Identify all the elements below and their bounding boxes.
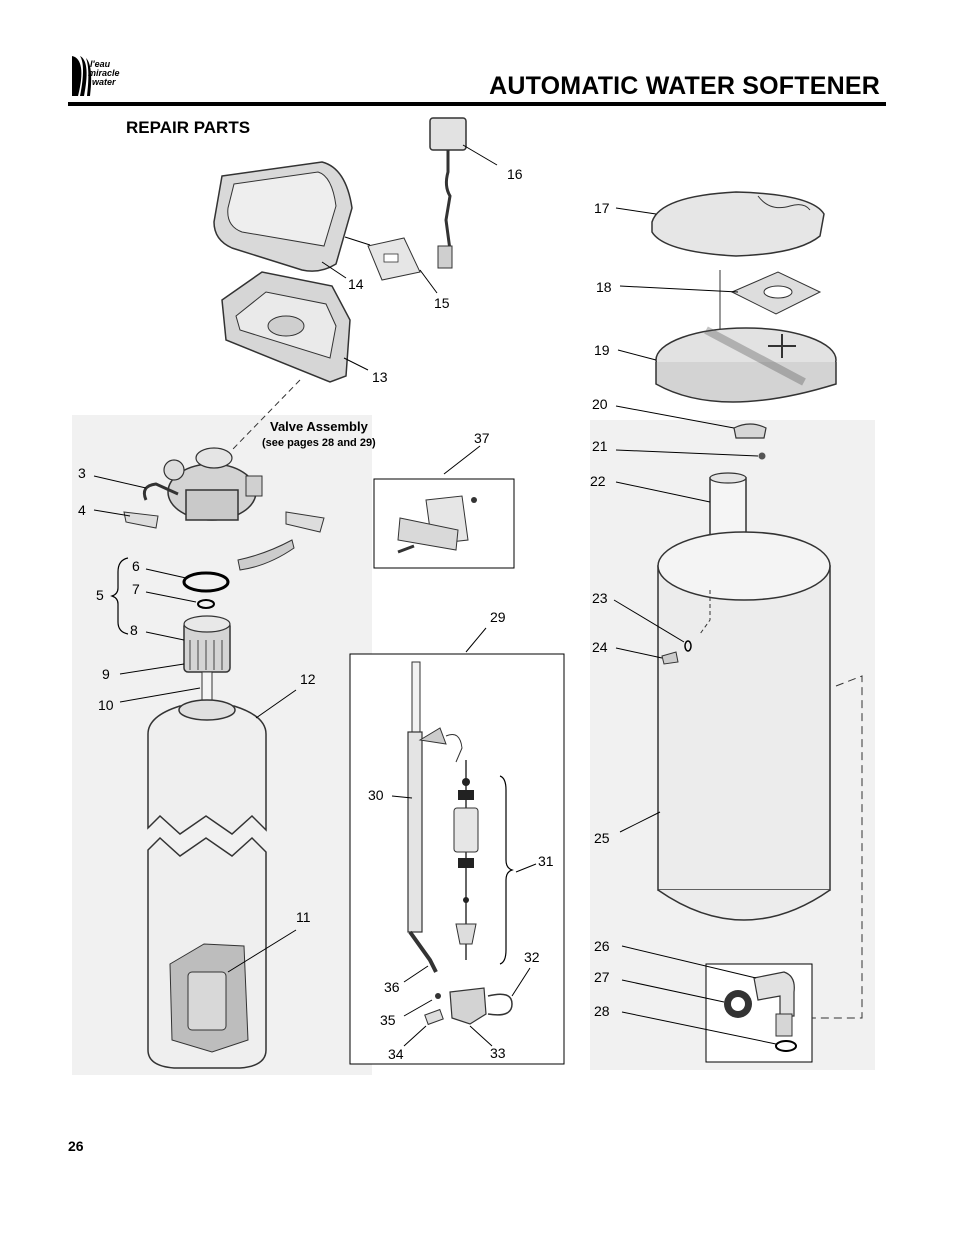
header-rule	[68, 102, 886, 106]
clip-part	[142, 482, 179, 501]
valve-assembly-subtitle: (see pages 28 and 29)	[262, 437, 376, 449]
valve-assembly-part	[163, 447, 263, 521]
distributor-part	[183, 615, 231, 673]
o-ring-small-part	[197, 599, 215, 609]
callout-30: 30	[368, 787, 384, 803]
group-bracket-5	[110, 557, 129, 635]
overflow-elbow-part	[724, 971, 797, 1052]
callout-6: 6	[132, 558, 140, 574]
callout-36: 36	[384, 979, 400, 995]
salt-lid-part	[651, 191, 825, 257]
leader-lines	[93, 144, 777, 1047]
callout-21: 21	[592, 438, 608, 454]
callout-34: 34	[388, 1046, 404, 1062]
callout-17: 17	[594, 200, 610, 216]
callout-4: 4	[78, 502, 86, 518]
page-number: 26	[68, 1138, 84, 1154]
page-title: AUTOMATIC WATER SOFTENER	[489, 72, 880, 100]
bezel-part	[367, 237, 421, 281]
transformer-part	[429, 117, 467, 269]
callout-13: 13	[372, 369, 388, 385]
callout-25: 25	[594, 830, 610, 846]
clip-lower-part	[237, 539, 295, 571]
valve-connection-line	[231, 379, 301, 451]
callout-26: 26	[594, 938, 610, 954]
callout-11: 11	[296, 909, 311, 925]
brand-logo	[72, 56, 92, 96]
callout-5: 5	[96, 587, 104, 603]
section-title: REPAIR PARTS	[126, 118, 251, 137]
mounting-plate-right-part	[285, 511, 325, 533]
callout-24: 24	[592, 639, 608, 655]
grommet-part	[684, 640, 692, 652]
tank-top-part	[655, 326, 837, 403]
callout-28: 28	[594, 1003, 610, 1019]
callout-14: 14	[348, 276, 364, 292]
callout-3: 3	[78, 465, 86, 481]
callout-19: 19	[594, 342, 610, 358]
callout-22: 22	[590, 473, 606, 489]
bottom-distributor-part	[187, 971, 227, 1031]
plug-part	[733, 423, 767, 439]
callout-8: 8	[130, 622, 138, 638]
callout-27: 27	[594, 969, 610, 985]
callout-35: 35	[380, 1012, 396, 1028]
brand-logo-text: l'eau miracle water	[88, 59, 120, 87]
callout-23: 23	[592, 590, 608, 606]
callout-33: 33	[490, 1045, 506, 1061]
callout-31: 31	[538, 853, 554, 869]
callout-15: 15	[434, 295, 450, 311]
base-enclosure-part	[221, 271, 351, 383]
overflow-connector-line	[812, 675, 863, 1019]
callout-labels: 16 14 15 13 3 4 5 6 7 8 9 10 12 11 37 29…	[78, 166, 612, 1062]
o-ring-large-part	[182, 571, 230, 593]
callout-37: 37	[474, 430, 490, 446]
salt-tank-part	[657, 531, 831, 921]
cover-part	[213, 161, 353, 272]
overflow-fitting-part	[661, 651, 679, 665]
callout-10: 10	[98, 697, 114, 713]
valve-assembly-title: Valve Assembly	[270, 419, 369, 434]
callout-9: 9	[102, 666, 110, 682]
brine-valve-assembly	[407, 661, 513, 1026]
callout-18: 18	[596, 279, 612, 295]
group-bracket-31	[499, 775, 514, 965]
mounting-plate-part	[123, 511, 159, 529]
callout-32: 32	[524, 949, 540, 965]
callout-16: 16	[507, 166, 523, 182]
callout-29: 29	[490, 609, 506, 625]
mineral-tank-part	[147, 699, 267, 1069]
callout-12: 12	[300, 671, 316, 687]
callout-20: 20	[592, 396, 608, 412]
callout-7: 7	[132, 581, 140, 597]
nut-part	[758, 452, 766, 460]
